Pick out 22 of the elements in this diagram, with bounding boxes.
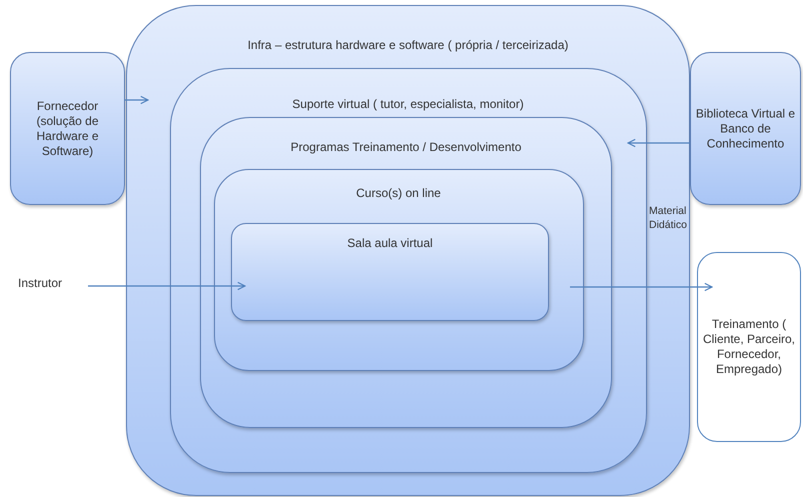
node-label: Instrutor	[18, 276, 64, 291]
node-label: Curso(s) on line	[355, 186, 442, 200]
arrow	[627, 138, 690, 148]
arrow	[570, 282, 713, 292]
node-label: Fornecedor (solução de Hardware e Software)	[35, 98, 100, 158]
rounded-box	[200, 117, 612, 428]
arrow	[125, 96, 149, 104]
arrow	[88, 282, 246, 290]
rounded-box	[231, 223, 549, 321]
rounded-box	[10, 52, 125, 205]
node-label: Programas Treinamento / Desenvolvimento	[290, 140, 522, 155]
rounded-box	[214, 168, 584, 370]
node-label: Infra – estrutura hardware e software ( própria / terceirizada)	[246, 38, 570, 53]
node-label: Sala aula virtual	[346, 236, 434, 251]
node-label: Suporte virtual ( tutor, especialista, monitor)	[291, 96, 525, 112]
rounded-box	[690, 52, 801, 205]
rounded-box	[697, 252, 801, 442]
text-label: Material Didático	[649, 205, 688, 232]
node-label: Biblioteca Virtual e Banco de Conhecimento	[694, 106, 796, 151]
rounded-box	[126, 5, 690, 496]
rounded-box	[170, 68, 646, 472]
node-label: Treinamento ( Cliente, Parceiro, Fornecedor, Empregado)	[702, 317, 796, 377]
